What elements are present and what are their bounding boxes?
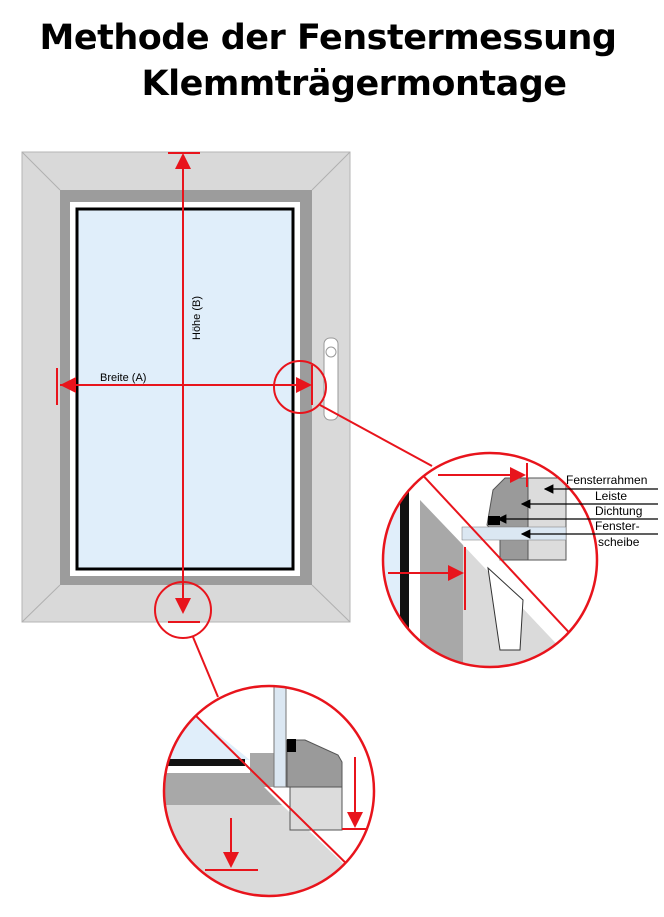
title-line-2: Klemmträgermontage [141,64,567,104]
label-seal: Dichtung [595,504,642,518]
width-label: Breite (A) [100,372,146,384]
label-pane-2: scheibe [598,535,640,549]
label-strip: Leiste [595,489,627,503]
height-label: Höhe (B) [191,296,203,340]
bottom-detail [164,686,374,896]
zoom-marker-side [273,360,327,414]
label-pane-1: Fenster- [595,519,640,533]
callout-arrows [496,484,658,539]
title-line-1: Methode der Fenstermessung [39,18,617,58]
measurement-lines [56,152,433,698]
glass-pane [75,207,295,571]
label-frame: Fensterrahmen [566,473,647,487]
window-handle-icon [323,337,339,421]
zoom-marker-bottom [154,581,212,639]
window [21,151,351,623]
